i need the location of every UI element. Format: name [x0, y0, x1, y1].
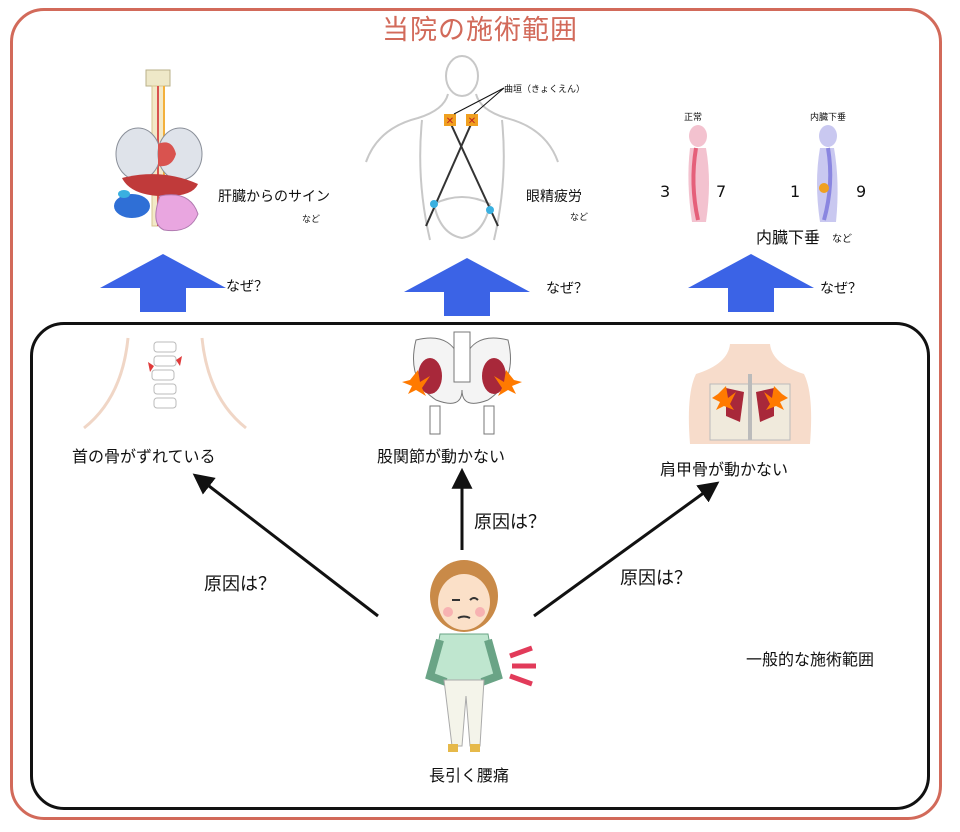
cause-hip-label: 股関節が動かない	[377, 447, 506, 466]
page-title: 当院の施術範囲	[382, 15, 578, 46]
cause-scapula-label: 肩甲骨が動かない	[660, 460, 789, 479]
why-label-1: なぜ？	[226, 279, 268, 295]
why-label-3: なぜ？	[820, 281, 862, 297]
hip-joint-illustration	[402, 331, 522, 435]
liver-sign-suffix: など	[302, 215, 321, 225]
up-arrow-3	[688, 254, 814, 312]
eye-strain-label: 眼精疲労	[526, 189, 582, 205]
normal-left-value: 3	[660, 182, 671, 201]
center-caption: 長引く腰痛	[429, 766, 510, 785]
organs-illustration	[114, 69, 203, 232]
ptosis-left-value: 1	[790, 182, 801, 201]
arrow-to-neck	[192, 473, 379, 618]
question-center: 原因は？	[474, 512, 546, 533]
ptosis-right-value: 9	[856, 182, 867, 201]
up-arrow-2	[404, 258, 530, 316]
cause-neck-label: 首の骨がずれている	[72, 447, 216, 466]
neck-spine-illustration	[83, 337, 247, 430]
why-label-2: なぜ？	[546, 281, 588, 297]
normal-posture-figure	[688, 125, 709, 222]
arrow-to-scapula	[533, 481, 720, 618]
general-scope-label: 一般的な施術範囲	[746, 650, 875, 669]
question-left: 原因は？	[204, 574, 276, 595]
visceral-ptosis-suffix: など	[832, 234, 852, 245]
question-right: 原因は？	[620, 568, 692, 589]
normal-caption: 正常	[684, 113, 703, 123]
liver-sign-label: 肝臓からのサイン	[218, 189, 330, 205]
ptosis-caption: 内臓下垂	[810, 113, 847, 123]
up-arrow-1	[100, 254, 226, 312]
visceral-ptosis-label: 内臓下垂	[756, 228, 821, 247]
ptosis-posture-figure	[817, 125, 838, 222]
svg-text:✕: ✕	[446, 116, 454, 127]
outer-frame	[10, 8, 942, 820]
scapula-illustration	[688, 344, 812, 444]
eye-strain-suffix: など	[570, 213, 589, 223]
normal-right-value: 7	[716, 182, 727, 201]
back-illustration: ✕ ✕	[365, 55, 559, 241]
svg-text:✕: ✕	[468, 116, 476, 127]
general-scope-frame	[30, 322, 930, 810]
kyokuen-callout: 曲垣（きょくえん）	[504, 85, 586, 95]
woman-back-pain-illustration	[425, 560, 536, 752]
